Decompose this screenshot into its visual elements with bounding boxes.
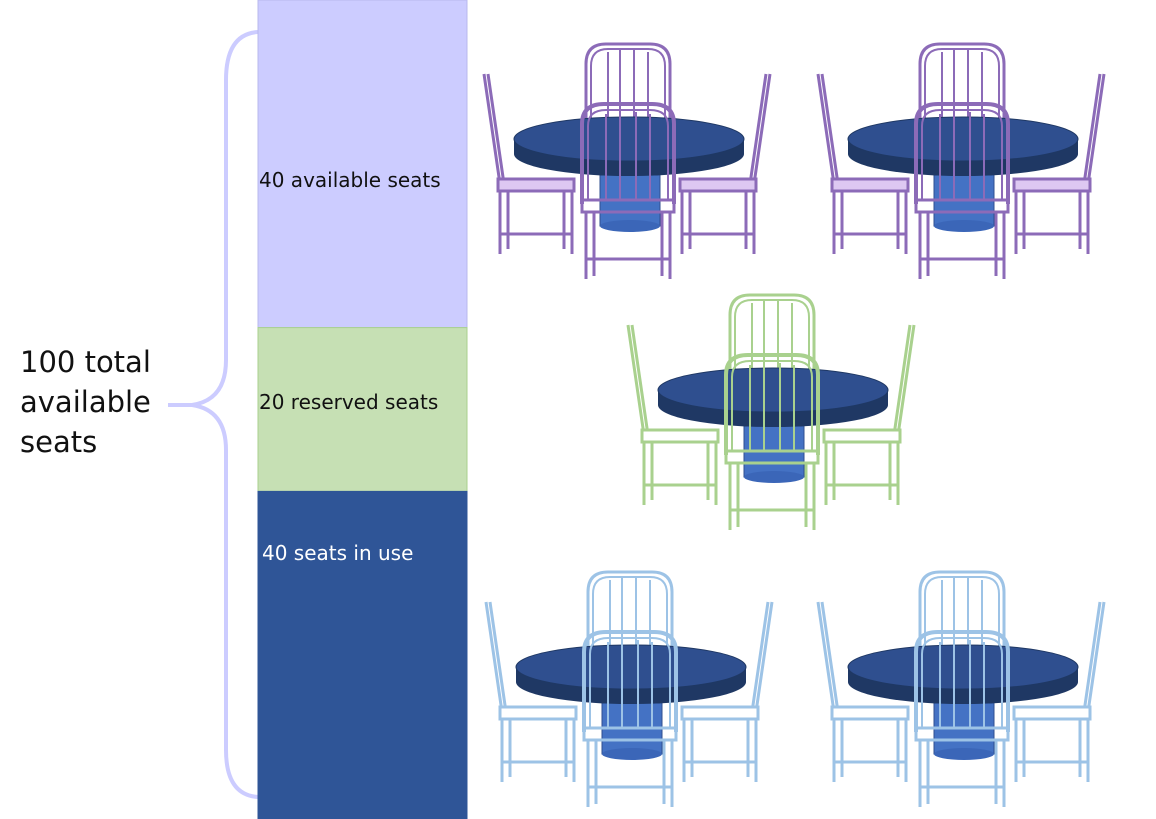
bar-segment-reserved	[257, 327, 468, 492]
seats-in-use-label: 40 seats in use	[262, 541, 414, 565]
stacked-seat-bar	[257, 0, 468, 819]
table-groups	[484, 44, 1104, 807]
total-seats-label: 100 total available seats	[20, 345, 151, 459]
table-with-chairs-icon	[818, 572, 1104, 807]
table-with-chairs-icon	[628, 295, 914, 530]
table-with-chairs-icon	[486, 572, 772, 807]
total-brace	[168, 30, 259, 799]
table-with-chairs-icon	[818, 44, 1104, 279]
reserved-seats-label: 20 reserved seats	[259, 390, 439, 414]
bar-segment-inuse	[257, 490, 468, 819]
table-with-chairs-icon	[484, 44, 770, 279]
bar-segment-available	[257, 0, 468, 329]
available-seats-label: 40 available seats	[259, 168, 441, 192]
